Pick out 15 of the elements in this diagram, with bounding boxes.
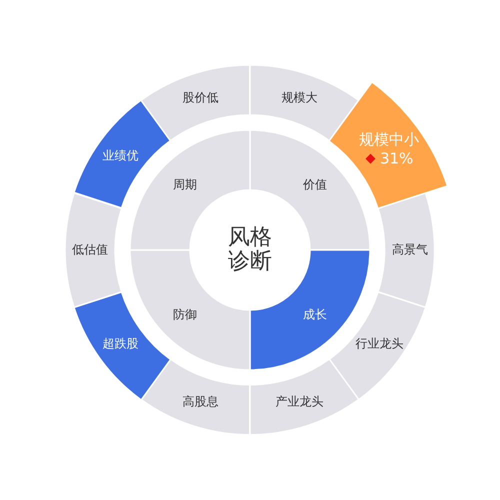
segment-label: 规模中小 xyxy=(359,130,420,149)
segment-label: 低估值 xyxy=(72,242,108,258)
segment-label: 业绩优 xyxy=(102,148,139,164)
segment-label: 防御 xyxy=(172,308,197,323)
segment-label: 产业龙头 xyxy=(275,394,324,410)
segment-label: 高景气 xyxy=(392,242,428,258)
segment-label: 周期 xyxy=(172,177,197,192)
segment-label: 价值 xyxy=(303,177,328,192)
percentage-value: 31% xyxy=(380,148,414,168)
segment-label: 股价低 xyxy=(182,90,219,106)
segment-label: 行业龙头 xyxy=(355,336,404,352)
segment-label: 高股息 xyxy=(182,394,219,410)
segment-label: 超跌股 xyxy=(102,336,139,352)
segment-label: 成长 xyxy=(303,308,328,323)
segment-label: 规模大 xyxy=(281,90,318,106)
